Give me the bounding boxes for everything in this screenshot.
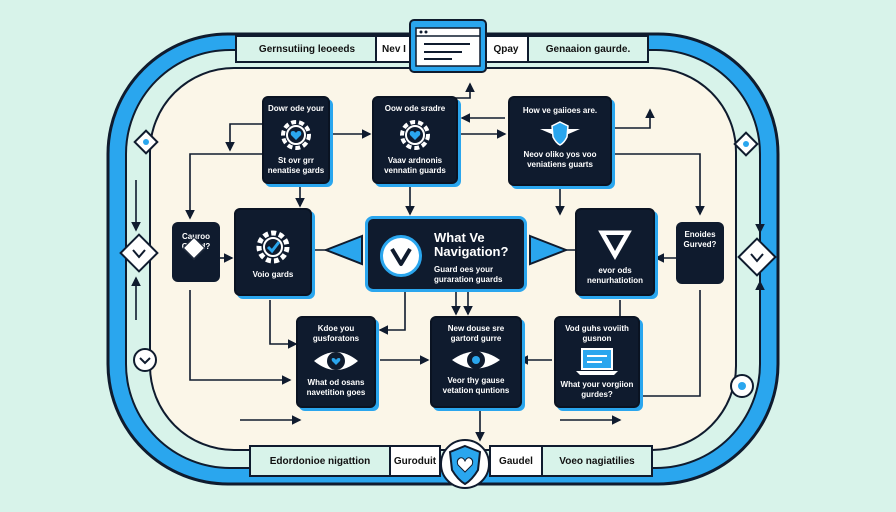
card-bot-mid-title: New douse sre bbox=[447, 324, 505, 333]
card-top-left: Dowr ode your St ovr grr nenatise gards bbox=[262, 96, 330, 184]
winged-shield-icon bbox=[540, 121, 580, 146]
card-top-right-title: How ve gaiioes are. bbox=[522, 106, 598, 115]
card-bot-right-title: Vod guhs voviith gusnon bbox=[565, 324, 629, 343]
bottom-tab-right bbox=[541, 445, 653, 477]
left-diamond-icon bbox=[119, 233, 159, 273]
card-bot-right-text: What your vorgiion gurdes? bbox=[560, 380, 634, 399]
vue-logo-icon bbox=[380, 235, 422, 277]
bottom-tab-left bbox=[249, 445, 391, 477]
right-diamond-icon bbox=[737, 237, 777, 277]
bottom-tab-mid-left-label: Guroduit bbox=[393, 456, 437, 467]
bottom-tab-mid-right-label: Gaudel bbox=[499, 456, 533, 467]
left-circle-icon bbox=[133, 348, 157, 372]
card-top-mid: Oow ode sradre Vaav ardnonis vennatin gu… bbox=[372, 96, 458, 184]
center-card: What Ve Navigation? Guard oes your gurar… bbox=[365, 216, 527, 292]
card-mid-right-title: evor ods bbox=[598, 266, 632, 275]
side-card-right: Enoides Gurved? bbox=[676, 222, 724, 284]
center-left-pointer bbox=[323, 234, 363, 266]
top-tab-mid-left bbox=[375, 35, 413, 63]
card-top-right-text: Neov oliko yos voo veniatiens guarts bbox=[523, 150, 597, 169]
card-top-right: How ve gaiioes are. Neov oliko yos voo v… bbox=[508, 96, 612, 186]
top-tab-left-label: Gernsutiing leoeeds bbox=[258, 44, 356, 55]
card-bot-left: Kdoe you gusforatons What od osans navet… bbox=[296, 316, 376, 408]
center-title: What Ve Navigation? bbox=[434, 230, 509, 259]
card-top-mid-title: Oow ode sradre bbox=[384, 104, 446, 113]
browser-window-icon bbox=[409, 19, 487, 73]
card-top-left-title: Dowr ode your bbox=[267, 104, 324, 113]
top-tab-mid-right-label: Qpay bbox=[493, 44, 519, 55]
right-circle-icon bbox=[730, 374, 754, 398]
gear-heart-icon bbox=[400, 120, 430, 150]
eye-icon bbox=[452, 351, 500, 369]
side-card-right-line2: Gurved? bbox=[683, 240, 717, 249]
card-mid-right: evor ods nenurhatiotion bbox=[575, 208, 655, 296]
bottom-tab-left-label: Edordonioe nigattion bbox=[269, 456, 371, 467]
top-tab-right bbox=[527, 35, 649, 63]
shield-heart-icon bbox=[440, 439, 490, 489]
right-small-diamond-icon bbox=[733, 131, 759, 157]
laptop-icon bbox=[576, 348, 618, 375]
card-mid-left-text: Voio gards bbox=[252, 270, 294, 279]
left-small-diamond-icon bbox=[133, 129, 159, 155]
card-mid-right-text: nenurhatiotion bbox=[587, 276, 643, 285]
card-mid-left: Voio gards bbox=[234, 208, 312, 296]
connector-lines bbox=[131, 82, 765, 442]
card-bot-mid-text: Veor thy gause vetation quntions bbox=[442, 376, 510, 395]
side-card-left-line1: Cauroo bbox=[182, 232, 210, 241]
card-bot-left-text: What od osans navetition goes bbox=[306, 378, 366, 397]
card-bot-mid: New douse sre gartord gurre Veor thy gau… bbox=[430, 316, 522, 408]
center-subtitle: Guard oes your guraration guards bbox=[434, 265, 503, 284]
side-card-right-line1: Enoides bbox=[684, 230, 716, 239]
bottom-tab-mid-right bbox=[489, 445, 543, 477]
bottom-tab-mid-left bbox=[389, 445, 441, 477]
card-bot-left-title: Kdoe you gusforatons bbox=[312, 324, 360, 343]
triangle-down-icon bbox=[598, 230, 632, 261]
card-bot-mid-subtitle: gartord gurre bbox=[450, 334, 502, 343]
eye-heart-icon bbox=[314, 352, 358, 370]
bottom-tab-right-label: Voeo nagiatilies bbox=[559, 456, 635, 467]
card-top-mid-text: Vaav ardnonis vennatin guards bbox=[384, 156, 446, 175]
card-top-left-text: St ovr grr nenatise gards bbox=[267, 156, 325, 175]
top-tab-mid-left-label: Nev I bbox=[382, 44, 406, 55]
top-tab-right-label: Genaaion gaurde. bbox=[545, 44, 631, 55]
gear-heart-icon bbox=[281, 120, 311, 150]
gear-check-icon bbox=[256, 230, 290, 264]
card-bot-right: Vod guhs voviith gusnon What your vorgii… bbox=[554, 316, 640, 408]
center-right-pointer bbox=[529, 234, 569, 266]
